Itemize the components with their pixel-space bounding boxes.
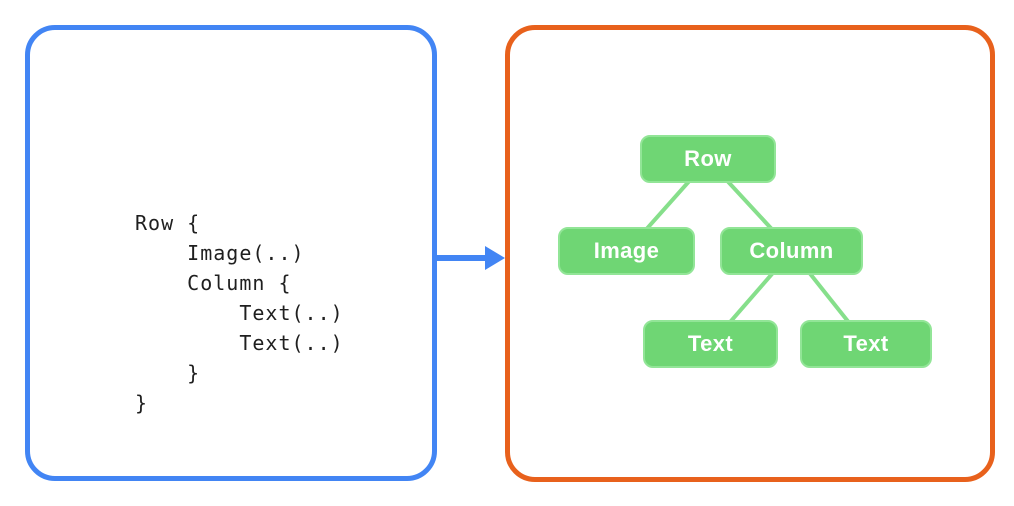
tree-node-column: Column: [720, 227, 863, 275]
code-line: }: [135, 391, 149, 415]
tree-node-image: Image: [558, 227, 695, 275]
code-block: Row { Image(..) Column { Text(..) Text(.…: [135, 208, 344, 418]
tree-node-text-1: Text: [643, 320, 778, 368]
arrow-right-icon: [435, 246, 505, 270]
code-line: Text(..): [135, 301, 344, 325]
code-line: Column {: [135, 271, 292, 295]
code-line: Text(..): [135, 331, 344, 355]
code-line: }: [135, 361, 201, 385]
tree-node-text-2: Text: [800, 320, 932, 368]
code-panel: Row { Image(..) Column { Text(..) Text(.…: [25, 25, 437, 481]
tree-node-row: Row: [640, 135, 776, 183]
code-line: Row {: [135, 211, 201, 235]
code-line: Image(..): [135, 241, 305, 265]
